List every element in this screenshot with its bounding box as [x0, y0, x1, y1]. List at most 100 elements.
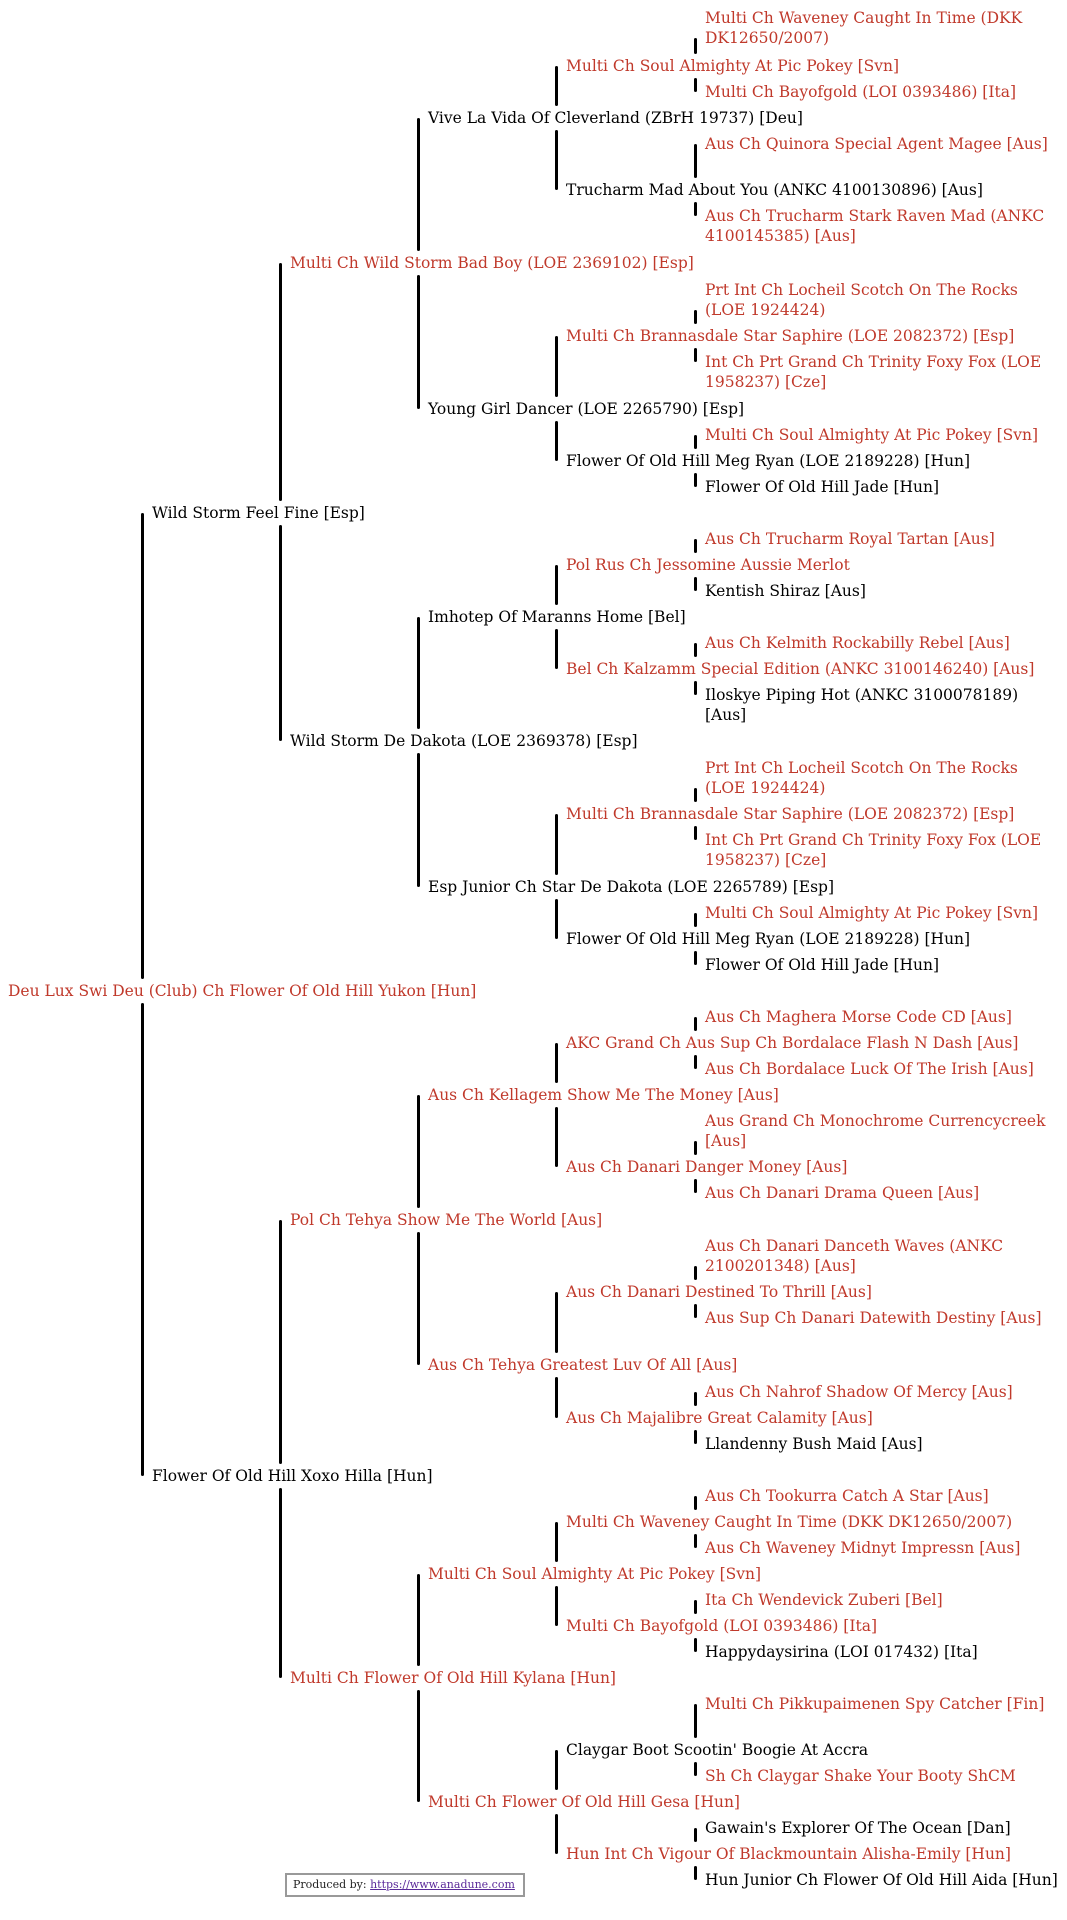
pedigree-bracket — [694, 202, 697, 216]
ancestor-gen4-8: AKC Grand Ch Aus Sup Ch Bordalace Flash … — [566, 1034, 1019, 1052]
ancestor-gen5-0: Multi Ch Waveney Caught In Time (DKK DK1… — [705, 9, 1023, 47]
produced-by-box: Produced by: https://www.anadune.com — [285, 1873, 525, 1897]
pedigree-bracket — [694, 951, 697, 965]
ancestor-gen1-1: Flower Of Old Hill Xoxo Hilla [Hun] — [152, 1467, 433, 1485]
pedigree-bracket — [694, 539, 697, 553]
pedigree-bracket — [694, 1600, 697, 1614]
pedigree-bracket — [555, 1586, 558, 1626]
ancestor-gen5-6: Multi Ch Soul Almighty At Pic Pokey [Svn… — [705, 426, 1039, 444]
pedigree-bracket — [694, 435, 697, 449]
pedigree-bracket — [694, 1496, 697, 1510]
ancestor-gen4-13: Multi Ch Bayofgold (LOI 0393486) [Ita] — [566, 1617, 877, 1635]
ancestor-gen3-7: Multi Ch Flower Of Old Hill Gesa [Hun] — [428, 1793, 740, 1811]
ancestor-gen5-10: Aus Ch Kelmith Rockabilly Rebel [Aus] — [705, 634, 1010, 652]
ancestor-gen5-5: Int Ch Prt Grand Ch Trinity Foxy Fox (LO… — [705, 353, 1042, 391]
ancestor-gen5-22: Aus Ch Nahrof Shadow Of Mercy [Aus] — [705, 1383, 1013, 1401]
ancestor-gen5-27: Happydaysirina (LOI 017432) [Ita] — [705, 1643, 978, 1661]
pedigree-bracket — [694, 577, 697, 591]
ancestor-gen5-7: Flower Of Old Hill Jade [Hun] — [705, 478, 940, 496]
ancestor-gen3-3: Esp Junior Ch Star De Dakota (LOE 226578… — [428, 878, 835, 896]
ancestor-gen4-11: Aus Ch Majalibre Great Calamity [Aus] — [566, 1409, 873, 1427]
ancestor-gen4-7: Flower Of Old Hill Meg Ryan (LOE 2189228… — [566, 930, 971, 948]
pedigree-bracket — [417, 1690, 420, 1802]
ancestor-gen2-0: Multi Ch Wild Storm Bad Boy (LOE 2369102… — [290, 254, 694, 272]
ancestor-gen5-15: Flower Of Old Hill Jade [Hun] — [705, 956, 940, 974]
pedigree-bracket — [694, 310, 697, 324]
pedigree-bracket — [694, 1141, 697, 1155]
ancestor-gen5-4: Prt Int Ch Locheil Scotch On The Rocks (… — [705, 281, 1018, 319]
ancestor-gen5-2: Aus Ch Quinora Special Agent Magee [Aus] — [705, 135, 1048, 153]
pedigree-bracket — [555, 1043, 558, 1083]
pedigree-bracket — [694, 1430, 697, 1444]
ancestor-gen5-26: Ita Ch Wendevick Zuberi [Bel] — [705, 1591, 943, 1609]
pedigree-bracket — [694, 78, 697, 92]
ancestor-gen5-28: Multi Ch Pikkupaimenen Spy Catcher [Fin] — [705, 1695, 1045, 1713]
ancestor-gen5-1: Multi Ch Bayofgold (LOI 0393486) [Ita] — [705, 83, 1016, 101]
pedigree-bracket — [694, 681, 697, 695]
pedigree-bracket — [555, 1814, 558, 1854]
pedigree-bracket — [555, 130, 558, 190]
pedigree-bracket — [694, 1704, 697, 1738]
anadune-link[interactable]: https://www.anadune.com — [370, 1878, 515, 1891]
pedigree-bracket — [694, 1179, 697, 1193]
pedigree-bracket — [417, 1095, 420, 1208]
ancestor-gen4-5: Bel Ch Kalzamm Special Edition (ANKC 310… — [566, 660, 1035, 678]
pedigree-bracket — [694, 1055, 697, 1069]
pedigree-bracket — [279, 1488, 282, 1678]
ancestor-gen5-21: Aus Sup Ch Danari Datewith Destiny [Aus] — [705, 1309, 1042, 1327]
ancestor-gen5-8: Aus Ch Trucharm Royal Tartan [Aus] — [705, 530, 995, 548]
ancestor-gen4-3: Flower Of Old Hill Meg Ryan (LOE 2189228… — [566, 452, 971, 470]
ancestor-gen4-2: Multi Ch Brannasdale Star Saphire (LOE 2… — [566, 327, 1015, 345]
pedigree-bracket — [694, 1534, 697, 1548]
ancestor-gen0-0: Deu Lux Swi Deu (Club) Ch Flower Of Old … — [8, 982, 477, 1000]
pedigree-bracket — [694, 1392, 697, 1406]
ancestor-gen4-1: Trucharm Mad About You (ANKC 4100130896)… — [566, 181, 983, 199]
ancestor-gen5-17: Aus Ch Bordalace Luck Of The Irish [Aus] — [705, 1060, 1034, 1078]
pedigree-bracket — [555, 629, 558, 669]
pedigree-bracket — [141, 1003, 144, 1476]
ancestor-gen2-3: Multi Ch Flower Of Old Hill Kylana [Hun] — [290, 1669, 616, 1687]
produced-by-label: Produced by: — [293, 1878, 371, 1891]
pedigree-bracket — [694, 826, 697, 840]
ancestor-gen3-1: Young Girl Dancer (LOE 2265790) [Esp] — [428, 400, 745, 418]
pedigree-bracket — [555, 899, 558, 939]
ancestor-gen5-30: Gawain's Explorer Of The Ocean [Dan] — [705, 1819, 1011, 1837]
ancestor-gen3-6: Multi Ch Soul Almighty At Pic Pokey [Svn… — [428, 1565, 762, 1583]
pedigree-bracket — [694, 1017, 697, 1031]
pedigree-bracket — [279, 263, 282, 501]
ancestor-gen5-12: Prt Int Ch Locheil Scotch On The Rocks (… — [705, 759, 1018, 797]
ancestor-gen2-1: Wild Storm De Dakota (LOE 2369378) [Esp] — [290, 732, 638, 750]
ancestor-gen4-12: Multi Ch Waveney Caught In Time (DKK DK1… — [566, 1513, 1013, 1531]
pedigree-bracket — [694, 788, 697, 802]
pedigree-bracket — [555, 336, 558, 397]
pedigree-bracket — [555, 814, 558, 875]
pedigree-bracket — [694, 1304, 697, 1318]
ancestor-gen5-29: Sh Ch Claygar Shake Your Booty ShCM — [705, 1767, 1016, 1785]
ancestor-gen2-2: Pol Ch Tehya Show Me The World [Aus] — [290, 1211, 603, 1229]
ancestor-gen4-14: Claygar Boot Scootin' Boogie At Accra — [566, 1741, 869, 1759]
ancestor-gen5-25: Aus Ch Waveney Midnyt Impressn [Aus] — [705, 1539, 1021, 1557]
ancestor-gen3-2: Imhotep Of Maranns Home [Bel] — [428, 608, 686, 626]
ancestor-gen5-16: Aus Ch Maghera Morse Code CD [Aus] — [705, 1008, 1012, 1026]
ancestor-gen5-31: Hun Junior Ch Flower Of Old Hill Aida [H… — [705, 1871, 1058, 1889]
ancestor-gen3-0: Vive La Vida Of Cleverland (ZBrH 19737) … — [428, 109, 803, 127]
pedigree-bracket — [279, 1220, 282, 1464]
ancestor-gen5-20: Aus Ch Danari Danceth Waves (ANKC 210020… — [705, 1237, 1004, 1275]
pedigree-bracket — [555, 1107, 558, 1167]
pedigree-bracket — [555, 1522, 558, 1562]
pedigree-bracket — [555, 1292, 558, 1353]
ancestor-gen3-4: Aus Ch Kellagem Show Me The Money [Aus] — [428, 1086, 779, 1104]
ancestor-gen4-6: Multi Ch Brannasdale Star Saphire (LOE 2… — [566, 805, 1015, 823]
pedigree-bracket — [694, 1266, 697, 1280]
pedigree-bracket — [694, 1866, 697, 1880]
ancestor-gen5-18: Aus Grand Ch Monochrome Currencycreek [A… — [705, 1112, 1046, 1150]
pedigree-bracket — [555, 1377, 558, 1418]
pedigree-bracket — [555, 66, 558, 106]
ancestor-gen4-10: Aus Ch Danari Destined To Thrill [Aus] — [566, 1283, 872, 1301]
pedigree-bracket — [417, 753, 420, 887]
pedigree-bracket — [694, 1638, 697, 1652]
ancestor-gen4-4: Pol Rus Ch Jessomine Aussie Merlot — [566, 556, 850, 574]
ancestor-gen5-14: Multi Ch Soul Almighty At Pic Pokey [Svn… — [705, 904, 1039, 922]
pedigree-bracket — [417, 1574, 420, 1666]
pedigree-bracket — [555, 565, 558, 605]
